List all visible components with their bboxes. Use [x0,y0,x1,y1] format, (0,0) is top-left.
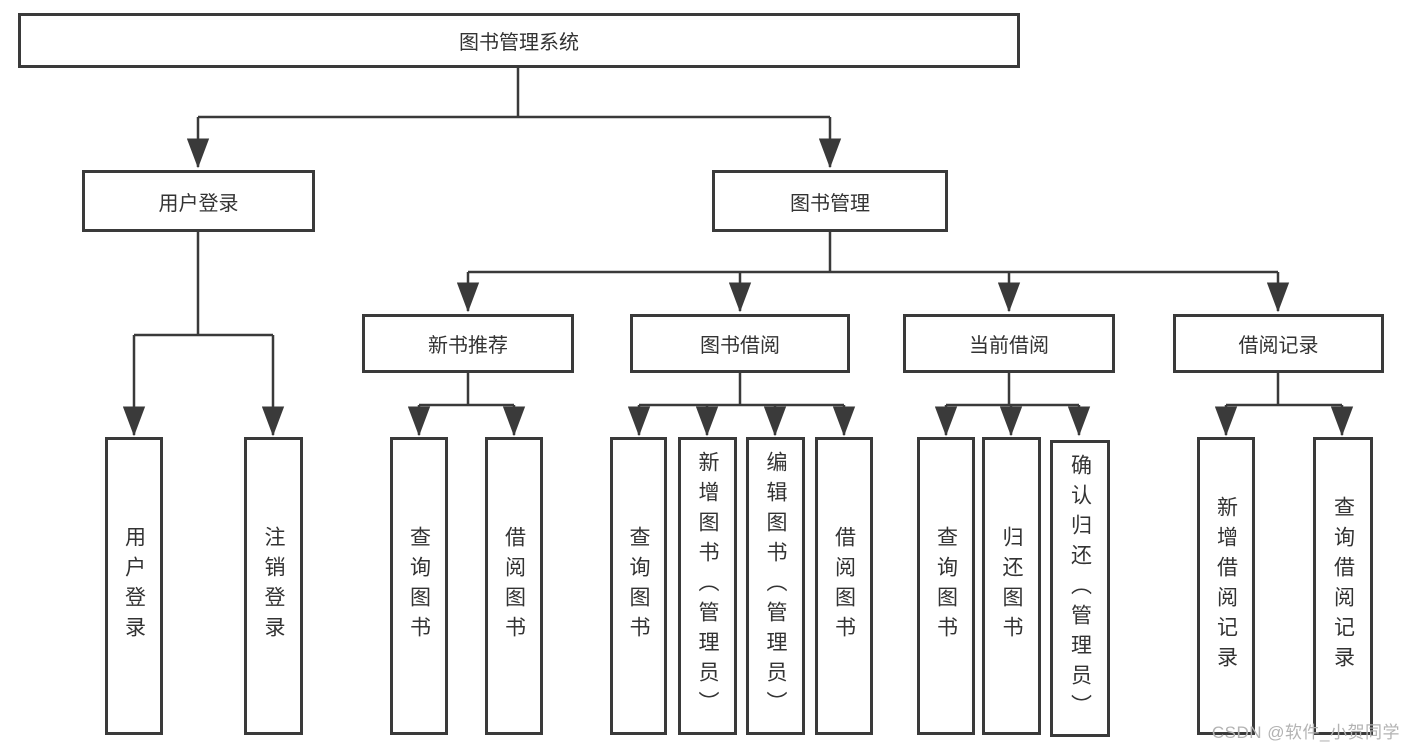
leaf-return-books: 归还图书 [982,437,1041,735]
node-label: 用户登录 [158,192,239,215]
node-label: 图书管理系统 [459,32,579,54]
leaf-query-books-recommend: 查询图书 [390,437,448,735]
node-label: 编辑图书（管理员） [764,451,787,721]
csdn-watermark: CSDN @软件_小贺同学 [1211,723,1400,742]
node-label: 归还图书 [1000,526,1023,646]
leaf-query-books-current: 查询图书 [917,437,975,735]
node-label: 当前借阅 [969,335,1049,357]
leaf-query-books-borrow: 查询图书 [610,437,667,735]
node-label: 查询借阅记录 [1331,496,1355,676]
node-user-login: 用户登录 [82,170,315,232]
node-book-management: 图书管理 [712,170,948,232]
node-label: 借阅图书 [832,526,856,646]
node-label: 图书借阅 [700,335,780,357]
node-label: 确认归还（管理员） [1068,453,1092,724]
leaf-logout: 注销登录 [244,437,303,735]
node-label: 用户登录 [122,526,146,646]
node-borrowing-records: 借阅记录 [1173,314,1384,373]
node-label: 借阅图书 [502,526,526,646]
leaf-user-login: 用户登录 [105,437,163,735]
node-new-book-recommendation: 新书推荐 [362,314,574,373]
node-label: 查询图书 [934,526,958,646]
leaf-confirm-return-admin: 确认归还（管理员） [1050,440,1110,737]
leaf-add-borrow-record: 新增借阅记录 [1197,437,1255,735]
node-label: 图书管理 [790,192,870,215]
node-label: 新增借阅记录 [1214,496,1238,676]
node-label: 查询图书 [627,526,650,646]
leaf-edit-books-admin: 编辑图书（管理员） [746,437,805,735]
leaf-borrow-books-recommend: 借阅图书 [485,437,543,735]
leaf-query-borrow-record: 查询借阅记录 [1313,437,1373,735]
node-label: 注销登录 [262,526,285,646]
node-book-borrowing: 图书借阅 [630,314,850,373]
node-label: 借阅记录 [1238,335,1319,357]
node-current-borrowing: 当前借阅 [903,314,1115,373]
node-library-management-system: 图书管理系统 [18,13,1020,68]
leaf-borrow-books: 借阅图书 [815,437,873,735]
node-label: 新增图书（管理员） [696,451,719,721]
leaf-add-books-admin: 新增图书（管理员） [678,437,737,735]
node-label: 查询图书 [407,526,431,646]
node-label: 新书推荐 [428,335,508,357]
